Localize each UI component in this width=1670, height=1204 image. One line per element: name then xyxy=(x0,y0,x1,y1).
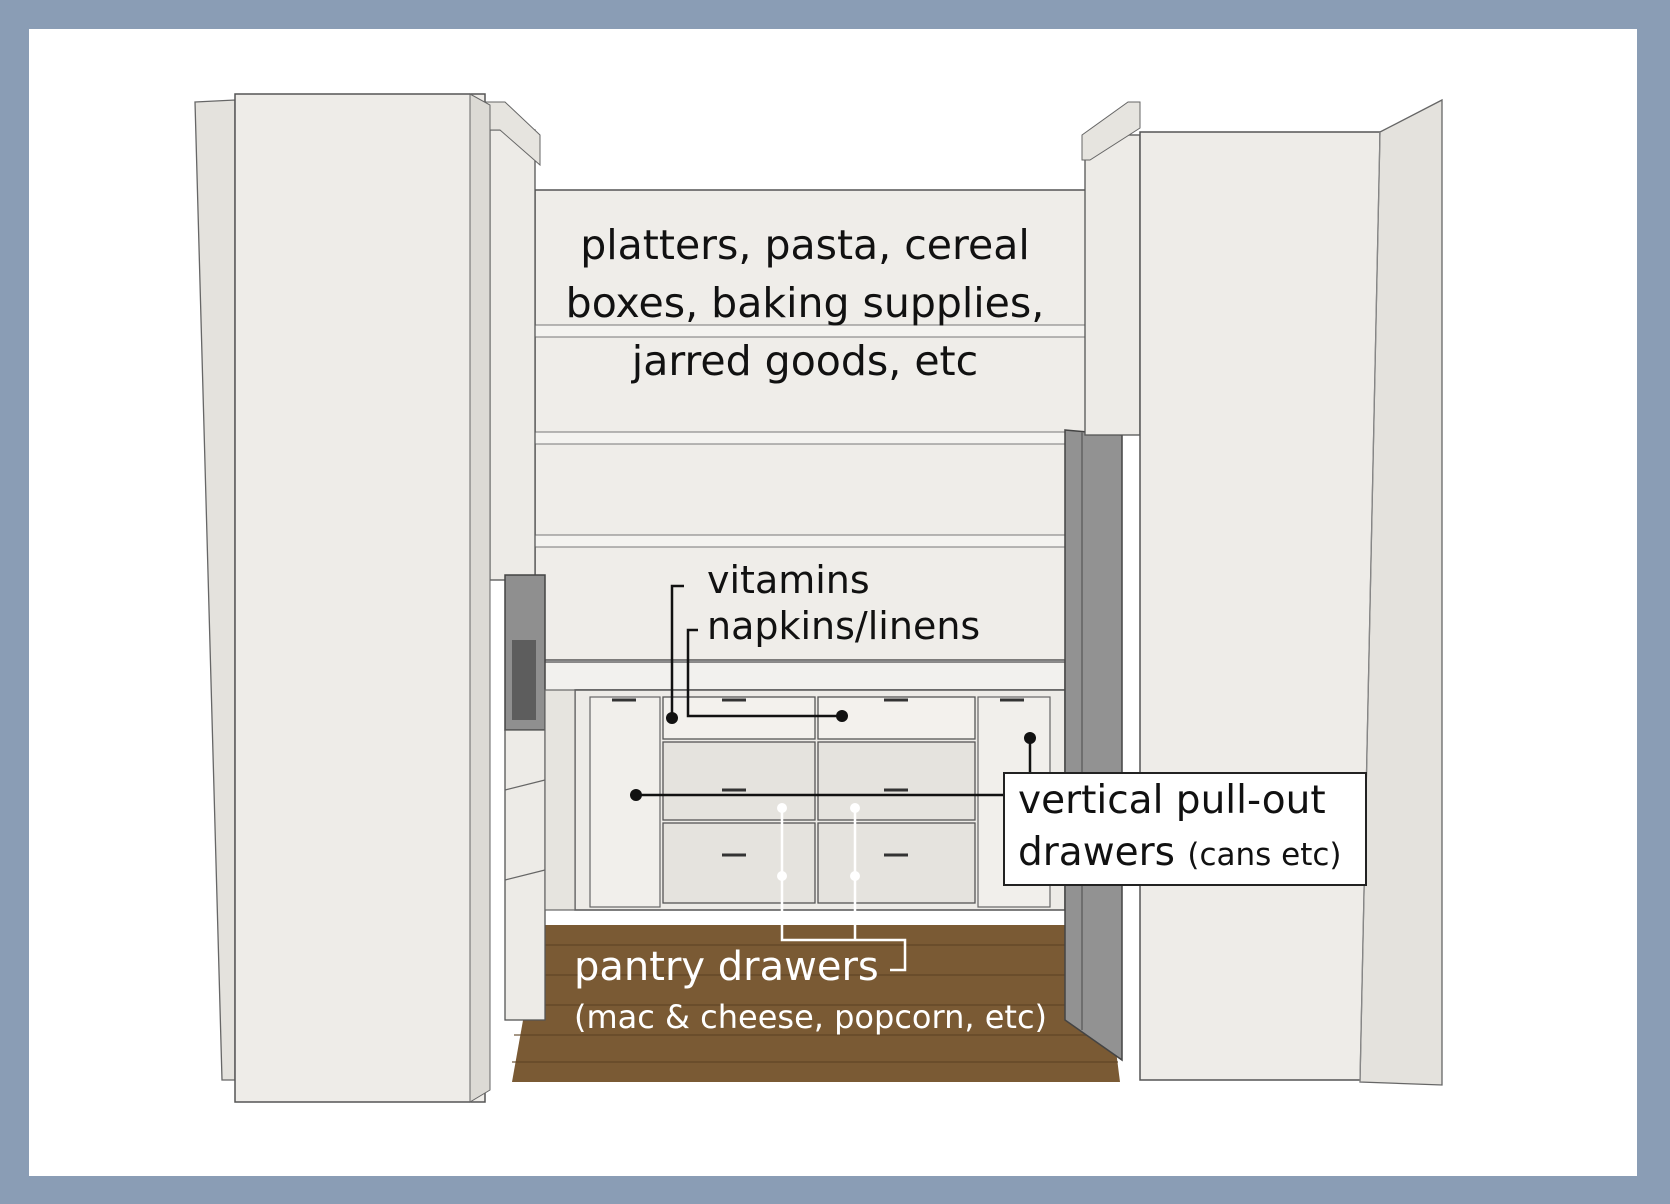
pantry-dot-3 xyxy=(850,803,860,813)
pantry-drawers-sublabel: (mac & cheese, popcorn, etc) xyxy=(574,998,1048,1036)
callout-dots xyxy=(630,710,1036,801)
vertical-pullout-label-line-2: drawers (cans etc) xyxy=(1018,830,1342,875)
pantry-drawers-label: pantry drawers xyxy=(574,944,879,990)
vitamins-label: vitamins xyxy=(707,558,870,602)
wood-floor xyxy=(512,925,1120,1082)
left-counter-side xyxy=(544,689,576,911)
napkins-leader xyxy=(686,628,842,718)
pullout-2-left xyxy=(662,822,816,904)
upper-shelves-label: platters, pasta, cereal boxes, baking su… xyxy=(520,216,1090,390)
refrigerator xyxy=(1064,429,1123,1062)
upper-shelves-line-2: boxes, baking supplies, xyxy=(565,279,1045,327)
napkins-label: napkins/linens xyxy=(707,604,981,648)
vertical-pullout-label: vertical pull-out xyxy=(1018,778,1326,823)
pantry-dot-2 xyxy=(777,871,787,881)
left-panel-edge xyxy=(469,93,491,1103)
left-base-divider-1 xyxy=(504,779,546,791)
vitamins-leader xyxy=(670,584,684,718)
upper-shelves-line-1: platters, pasta, cereal xyxy=(580,221,1030,269)
drawers-word: drawers xyxy=(1018,830,1175,875)
oven-window xyxy=(512,640,536,720)
pantry-dot-4 xyxy=(850,871,860,881)
pullout-1-right xyxy=(817,741,976,821)
left-tall-cabinet xyxy=(489,129,536,581)
vitamins-dot xyxy=(666,712,678,724)
pantry-dot-1 xyxy=(777,803,787,813)
vertical-dot-right xyxy=(1024,732,1036,744)
vertical-dot-left xyxy=(630,789,642,801)
shelf-2 xyxy=(534,431,1091,445)
drawer-top-left xyxy=(662,696,816,740)
drawer-handles xyxy=(612,698,1024,857)
pantry-leader-left xyxy=(780,808,907,972)
left-base-divider-2 xyxy=(504,869,546,881)
floor-grain xyxy=(512,944,1118,1063)
left-base-door xyxy=(589,696,661,908)
callout-lines xyxy=(636,584,1032,797)
pantry-dots xyxy=(777,803,860,881)
pullout-2-right xyxy=(817,822,976,904)
upper-shelves-line-3: jarred goods, etc xyxy=(631,337,979,385)
back-wall xyxy=(534,189,1091,661)
shelf-3 xyxy=(534,534,1091,548)
vertical-pullout-callout-box xyxy=(1003,772,1367,886)
left-wall-panel xyxy=(194,99,236,1081)
right-front-panel xyxy=(1139,131,1381,1081)
pullout-1-left xyxy=(662,741,816,821)
right-upper-cabinet xyxy=(1084,134,1141,436)
cans-note: (cans etc) xyxy=(1187,837,1342,873)
napkins-dot xyxy=(836,710,848,722)
right-upper-top xyxy=(1081,101,1141,161)
right-panel-seam xyxy=(1359,131,1381,1083)
left-front-panel xyxy=(234,93,486,1103)
